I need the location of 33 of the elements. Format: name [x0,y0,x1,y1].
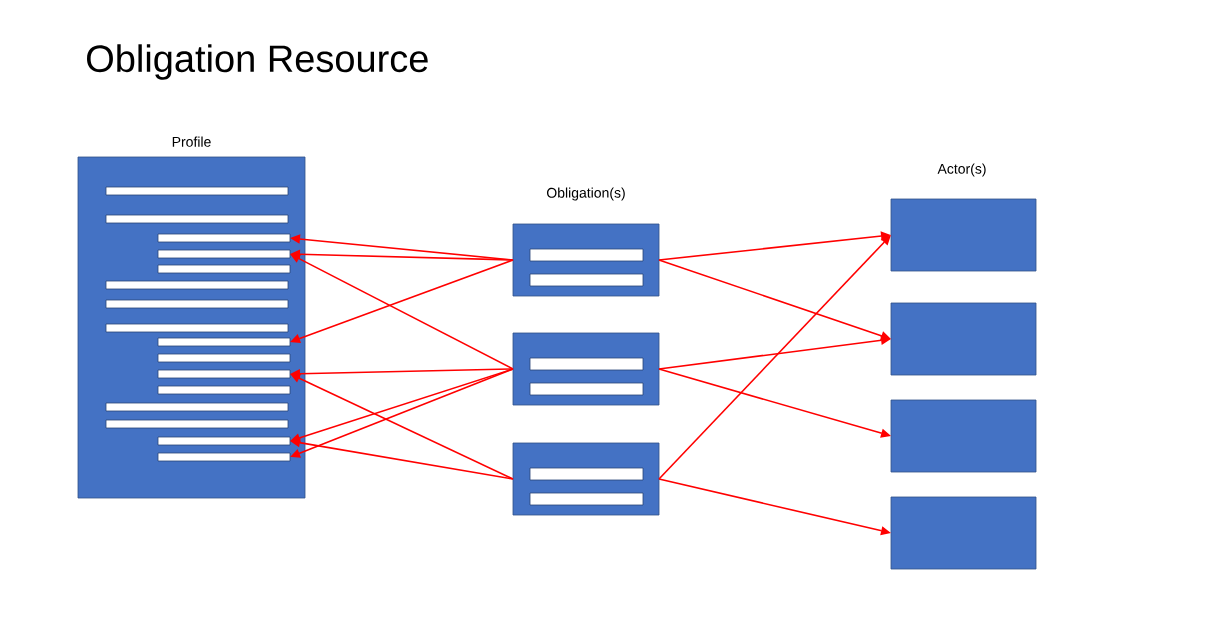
bar [157,233,291,243]
box [890,198,1037,272]
bar [529,248,644,262]
bar [157,353,291,363]
heading: Actor(s) [937,163,986,177]
title: Obligation Resource [87,44,428,80]
bar [105,299,289,309]
heading: Obligation(s) [547,187,625,201]
bar [529,357,644,371]
bar [529,382,644,396]
bar [529,273,644,287]
bar [105,323,289,333]
bar [105,214,289,224]
arrow [290,374,514,480]
bar [529,467,644,481]
bar [157,264,291,274]
bar [157,436,291,446]
bar [157,369,291,379]
box [890,399,1037,473]
bar [157,452,291,462]
box [890,302,1037,376]
box [890,496,1037,570]
arrow [658,235,891,480]
node-label: Profile [172,136,211,147]
bar [105,280,289,290]
arrow [290,254,514,370]
bar [105,419,289,429]
bar [529,492,644,506]
bar [105,402,289,412]
bar [105,186,289,196]
bar [157,337,291,347]
bar [157,249,291,259]
bar [157,385,291,395]
